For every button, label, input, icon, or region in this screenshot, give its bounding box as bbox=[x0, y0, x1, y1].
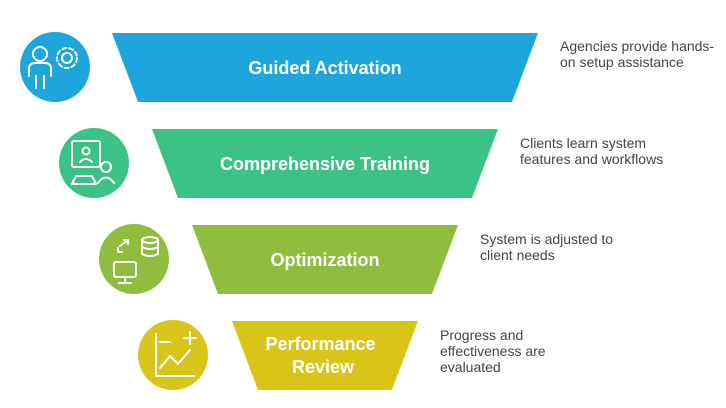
stage-title-3: Optimization bbox=[271, 250, 380, 270]
stage-title-2: Comprehensive Training bbox=[220, 154, 430, 174]
funnel-segment-2 bbox=[152, 129, 498, 198]
database-sync-icon bbox=[99, 224, 169, 294]
stage-optimization: Optimization bbox=[99, 224, 458, 294]
chart-plus-icon bbox=[138, 320, 208, 390]
stage-title-4: Performance Review bbox=[265, 334, 380, 377]
stage-desc-3: System is adjusted to client needs bbox=[480, 231, 614, 263]
stage-comprehensive-training: Comprehensive Training bbox=[59, 128, 498, 198]
stage-desc-4: Progress and effectiveness are evaluated bbox=[440, 327, 546, 375]
funnel-segment-1 bbox=[112, 33, 538, 102]
stage-performance-review: Performance Review bbox=[138, 320, 418, 390]
user-gear-icon bbox=[20, 32, 90, 102]
stage-guided-activation: Guided Activation bbox=[20, 32, 538, 102]
stage-desc-2: Clients learn system features and workfl… bbox=[520, 135, 664, 167]
funnel-segment-4 bbox=[232, 321, 418, 390]
stage-desc-1: Agencies provide hands- on setup assista… bbox=[560, 38, 715, 70]
stage-title-1: Guided Activation bbox=[248, 58, 401, 78]
presentation-laptop-icon bbox=[59, 128, 129, 198]
funnel-segment-3 bbox=[192, 225, 458, 294]
